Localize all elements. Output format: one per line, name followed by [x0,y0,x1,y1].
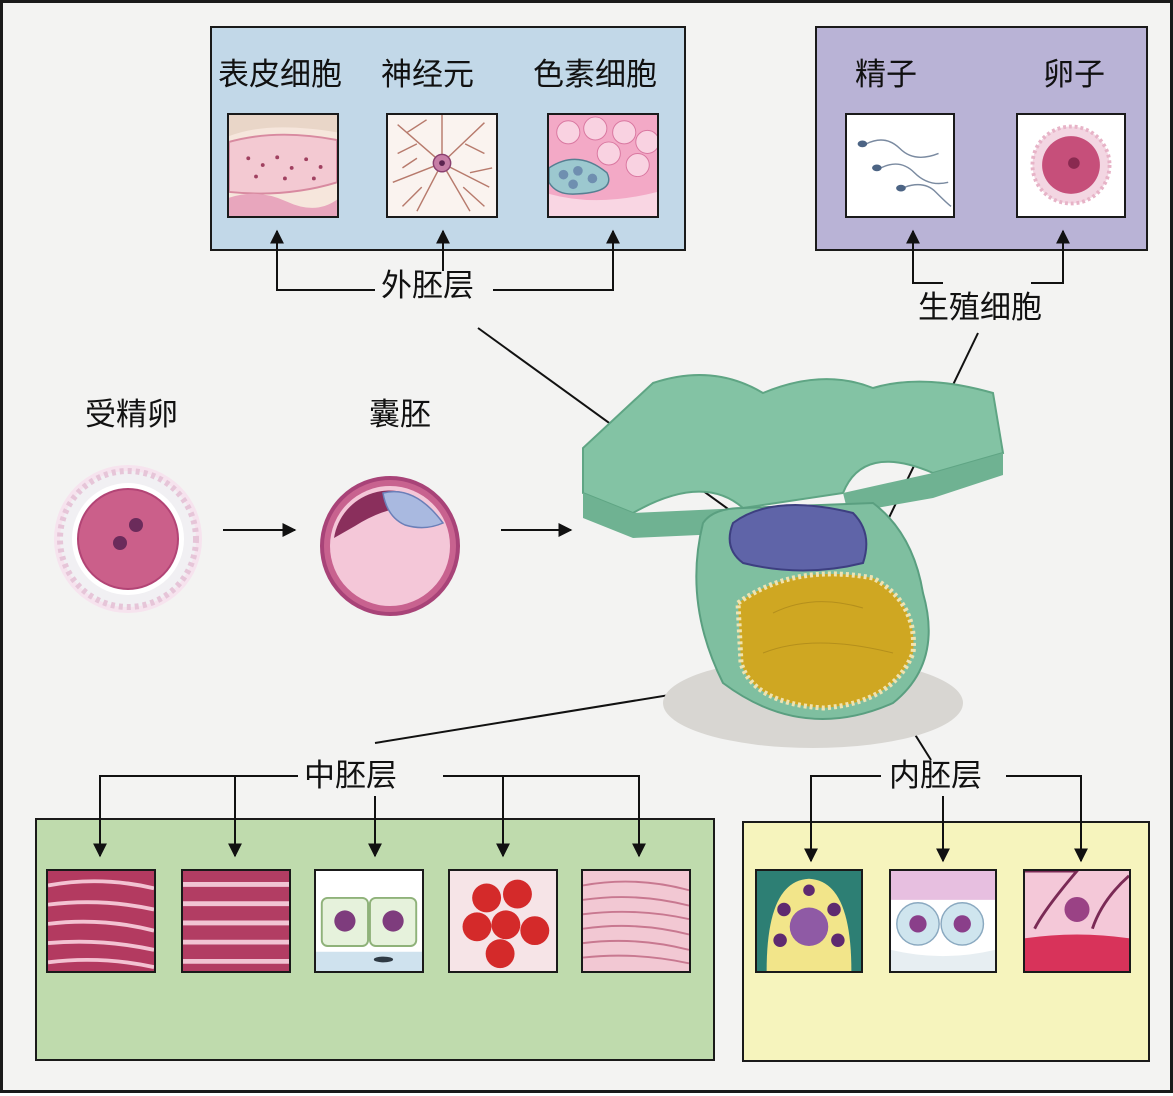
thyroid-cell-icon [889,869,997,973]
pigment-cell-icon [547,113,659,218]
sperm-label: 精子 [855,57,917,93]
lung-cell-icon [755,869,863,973]
smooth-muscle-icon [581,869,691,973]
skeletal-muscle-icon [181,869,291,973]
zygote-label: 受精卵 [85,397,178,433]
gastrula-icon [573,363,1013,763]
red-blood-cell-icon [448,869,558,973]
zygote-icon [48,461,208,616]
germ-cell-label: 生殖细胞 [918,290,1042,326]
epidermal-cell-icon [227,113,339,218]
sperm-icon [845,113,955,218]
pigment-cell-label: 色素细胞 [533,57,657,93]
endoderm-label: 内胚层 [886,761,985,792]
epidermal-cell-label: 表皮细胞 [218,57,342,93]
blastocyst-icon [315,471,465,621]
mesoderm-label: 中胚层 [301,761,400,792]
pancreatic-cell-icon [1023,869,1131,973]
egg-icon [1016,113,1126,218]
neuron-icon [386,113,498,218]
neuron-label: 神经元 [381,57,474,93]
cardiac-muscle-icon [46,869,156,973]
tubule-cell-icon [314,869,424,973]
ectoderm-label: 外胚层 [378,271,477,302]
egg-label: 卵子 [1043,57,1105,93]
blastocyst-label: 囊胚 [369,397,431,433]
